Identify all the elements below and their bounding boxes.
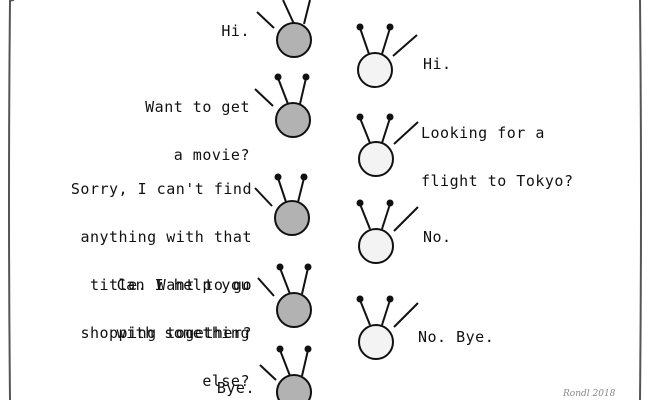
comic-panel <box>8 0 642 400</box>
speech-line: else? <box>202 372 250 390</box>
grey-bot-3 <box>254 173 310 236</box>
panel-frame-top-left-corner <box>9 0 15 3</box>
speech-line: Bye. <box>216 379 255 397</box>
grey-bot-3-speech: Sorry, I can't find anything with that t… <box>71 149 252 357</box>
speech-line: shopping together? <box>80 324 252 342</box>
speech-line: No. Bye. <box>418 328 495 346</box>
speech-line: anything with that <box>80 228 252 246</box>
grey-bot-4 <box>257 263 312 328</box>
panel-frame-left <box>8 0 11 400</box>
white-bot-4-speech: No. Bye. <box>418 297 494 361</box>
speech-line: Want to get <box>145 98 250 116</box>
grey-bot-5 <box>259 345 312 400</box>
white-bot-1-speech: Hi. <box>423 24 452 88</box>
speech-line: with something <box>116 324 250 342</box>
grey-bot-2-speech: Want to get a movie? <box>145 67 250 179</box>
white-bot-2 <box>356 113 419 177</box>
grey-bot-4-speech: Can I help you with something else? <box>117 245 250 405</box>
panel-frame-right <box>639 0 642 400</box>
white-bot-3-speech: No. <box>423 197 452 261</box>
white-bot-2-speech: Looking for a flight to Tokyo? <box>421 93 574 205</box>
speech-line: Looking for a <box>421 124 545 142</box>
grey-bot-2 <box>254 73 311 138</box>
speech-line: Can I help you <box>116 276 250 294</box>
speech-line: flight to Tokyo? <box>421 172 574 190</box>
grey-bot-1-speech: Hi. <box>221 0 250 55</box>
speech-line: Hi. <box>221 22 250 40</box>
grey-bot-1 <box>256 0 312 58</box>
white-bot-3 <box>356 199 419 264</box>
grey-bot-5-speech: Bye. <box>217 348 255 412</box>
white-bot-4 <box>356 295 419 360</box>
speech-line: Sorry, I can't find <box>70 180 252 198</box>
speech-line: title. Want to go <box>89 276 252 294</box>
artist-signature: Rondl 2018 <box>563 389 616 399</box>
white-bot-1 <box>356 23 418 88</box>
speech-line: Hi. <box>423 55 452 73</box>
speech-line: No. <box>423 228 452 246</box>
speech-line: a movie? <box>173 146 250 164</box>
